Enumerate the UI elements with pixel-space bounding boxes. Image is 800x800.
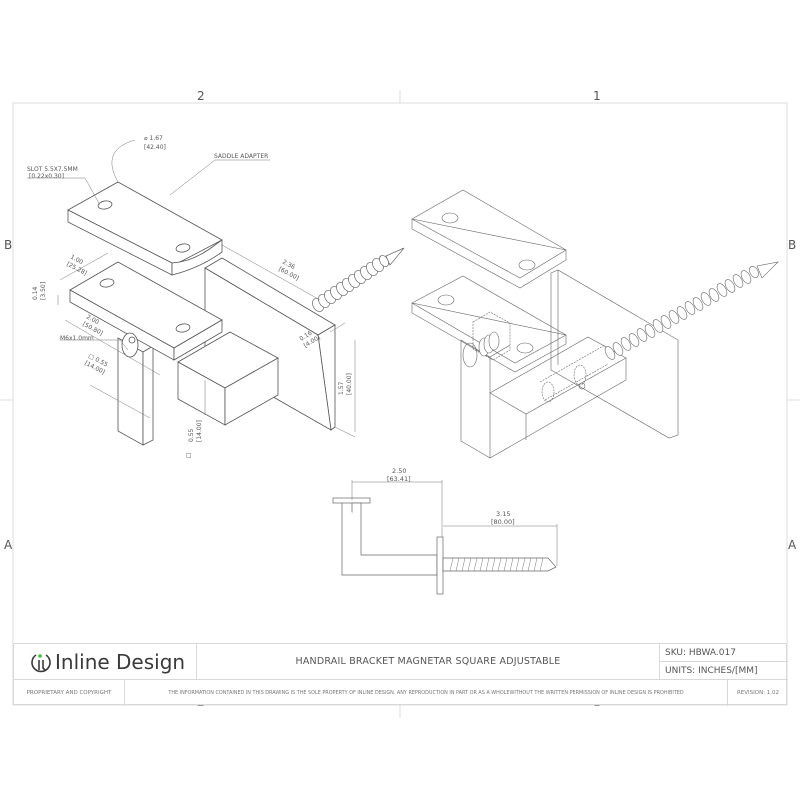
svg-text:[80.00]: [80.00] <box>491 518 515 526</box>
inline-design-logo-icon <box>31 653 51 672</box>
zone-row-a-left: A <box>4 538 13 552</box>
svg-text:[63.41]: [63.41] <box>387 475 411 483</box>
diameter-mm-callout: [42.40] <box>144 144 166 151</box>
revision-field: REVISION: 1.02 <box>727 680 788 706</box>
zone-row-b-right: B <box>788 238 797 252</box>
units-field: UNITS: INCHES/[MM] <box>659 662 788 680</box>
svg-text:□: □ <box>186 452 192 459</box>
logo-cell: Inline Design <box>14 644 197 680</box>
svg-text:0.14: 0.14 <box>32 286 39 300</box>
copyright-notice: THE INFORMATION CONTAINED IN THIS DRAWIN… <box>168 690 684 696</box>
diameter-callout: ⌀ 1.67 <box>144 135 163 142</box>
zone-row-a-right: A <box>788 538 797 552</box>
lag-screw-right <box>478 261 779 360</box>
proprietary-label: PROPRIETARY AND COPYRIGHT <box>14 680 125 706</box>
drawing-title: HANDRAIL BRACKET MAGNETAR SQUARE ADJUSTA… <box>197 644 659 680</box>
svg-text:2.50: 2.50 <box>392 467 406 475</box>
sku-field: SKU: HBWA.017 <box>659 644 788 662</box>
svg-text:0.55: 0.55 <box>188 428 195 442</box>
zone-col-2-top: 2 <box>197 89 205 103</box>
logo-text: Inline Design <box>55 649 186 674</box>
thread-callout: M6x1.0mm <box>60 335 94 342</box>
isometric-view-transparent <box>411 189 679 459</box>
side-view <box>332 497 557 595</box>
slot-callout: SLOT 5.5X7.5MM <box>27 166 78 173</box>
svg-text:3.15: 3.15 <box>496 510 510 518</box>
svg-text:[3.50]: [3.50] <box>40 282 47 300</box>
svg-text:[14.00]: [14.00] <box>196 420 203 442</box>
isometric-view-solid <box>67 181 336 446</box>
title-block: Inline Design HANDRAIL BRACKET MAGNETAR … <box>13 643 788 706</box>
dimension-lines-left <box>27 139 356 438</box>
side-view-dimensions <box>351 480 558 566</box>
zone-row-b-left: B <box>4 238 13 252</box>
svg-text:1.57: 1.57 <box>338 381 345 395</box>
lag-screw-left <box>312 247 405 312</box>
side-view-dimension-text: 2.50 [63.41] 3.15 [80.00] <box>387 467 515 526</box>
svg-text:[40.00]: [40.00] <box>346 373 353 395</box>
zone-col-1-top: 1 <box>593 89 601 103</box>
saddle-adapter-label: SADDLE ADAPTER <box>214 153 268 160</box>
slot-mm-callout: [0.22x0.30] <box>29 173 64 180</box>
